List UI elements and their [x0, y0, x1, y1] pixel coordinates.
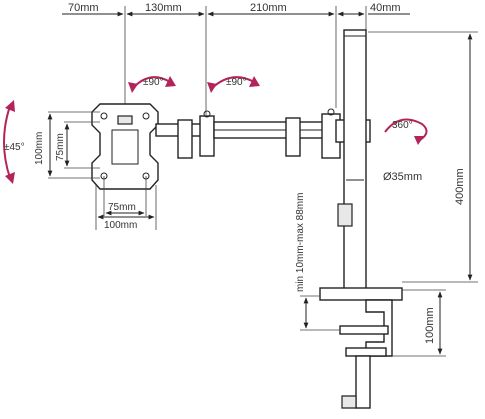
pole-rotation-arrowhead-icon — [414, 136, 424, 145]
vesa-hole-top-right — [142, 112, 150, 120]
vesa-plate-outline — [91, 103, 159, 190]
rotation-swivel-arm: ±90° — [207, 76, 260, 93]
swivel-head-arrowhead-icon — [165, 76, 176, 87]
swivel-arm-arrowhead-icon — [249, 76, 260, 87]
clamp-height-label: 100mm — [424, 307, 436, 344]
clamp-range-label: min 10mm-max 88mm — [295, 193, 306, 292]
vesa-dimensions: 100mm 75mm 75mm 100mm — [34, 111, 157, 231]
vesa-outer-height-label: 100mm — [34, 132, 45, 165]
pole-cable-holder — [337, 203, 353, 227]
arm-elbow-joint — [199, 115, 215, 157]
vesa-hole-top-left — [100, 112, 108, 120]
tilt-arrow-icon — [3, 105, 11, 179]
vesa-plate-recess — [111, 129, 139, 165]
swivel-head-label: ±90° — [143, 77, 164, 88]
arm-pole-joint-cap — [327, 108, 335, 116]
pole-rotation-arrow-icon — [384, 118, 428, 141]
dim-label-210: 210mm — [250, 2, 287, 14]
rotation-pole: 360° — [384, 118, 428, 145]
dim-label-40: 40mm — [370, 2, 401, 14]
clamp-body — [365, 299, 393, 357]
vesa-inner-width-label: 75mm — [108, 202, 136, 213]
clamp-bottom-plate — [345, 347, 387, 357]
tilt-arrowhead-top-icon — [5, 100, 15, 112]
pole-tube — [343, 29, 367, 291]
pole-rotation-label: 360° — [392, 120, 413, 131]
vesa-inner-height-label: 75mm — [55, 133, 66, 161]
swivel-arm-arrowtail-icon — [207, 82, 217, 93]
vesa-plate — [91, 103, 159, 190]
tilt-label: ±45° — [4, 142, 25, 153]
dim-label-130: 130mm — [145, 2, 182, 14]
tilt-arrowhead-bottom-icon — [5, 172, 15, 184]
swivel-arm-label: ±90° — [226, 77, 247, 88]
vesa-plate-hinge — [117, 115, 133, 125]
pole: Ø35mm 400mm — [337, 29, 478, 291]
monitor-arm — [155, 108, 371, 159]
pole-diameter-label: Ø35mm — [383, 171, 422, 183]
clamp-lower-pad — [339, 325, 389, 335]
desk-clamp: min 10mm-max 88mm 100mm — [295, 193, 446, 409]
arm-front-joint-housing — [177, 119, 193, 159]
rotation-swivel-head: ±90° — [128, 76, 176, 93]
arm-cable-clip — [285, 117, 301, 157]
clamp-screw — [355, 355, 371, 409]
clamp-handle — [341, 395, 357, 409]
dim-label-70: 70mm — [68, 2, 99, 14]
rotation-tilt: ±45° — [3, 100, 25, 184]
clamp-top-plate — [319, 287, 403, 301]
pole-height-label: 400mm — [454, 168, 466, 205]
top-dimension-row: 70mm 130mm 210mm 40mm — [62, 2, 410, 115]
swivel-head-arrowtail-icon — [128, 82, 138, 93]
arm-elbow-cap — [203, 110, 211, 118]
vesa-outer-width-label: 100mm — [104, 220, 137, 231]
